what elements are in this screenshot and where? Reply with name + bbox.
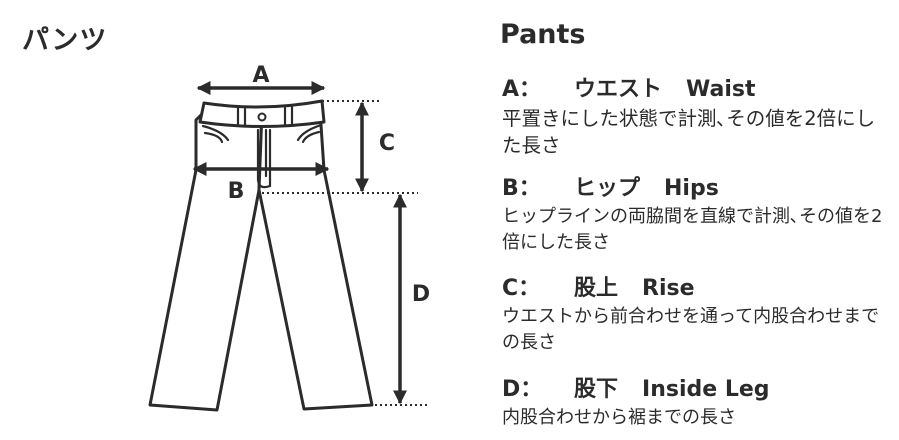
legend-label-en: Inside Leg xyxy=(642,377,770,402)
right-pocket-inner xyxy=(301,130,321,144)
left-leg xyxy=(148,108,264,412)
legend-label-jp: 股下 xyxy=(574,377,619,402)
waist-button xyxy=(257,112,267,122)
legend-code: A： xyxy=(502,77,542,102)
legend-label-jp: ウエスト xyxy=(574,77,663,102)
left-pocket-line xyxy=(201,124,230,142)
legend-item-waist: A： ウエスト Waist 平置きにした状態で計測､その値を2倍にした長さ xyxy=(502,71,894,159)
dimension-label-d: D xyxy=(412,282,430,307)
legend-description: ヒップラインの両脇間を直線で計測､その値を2倍にした長さ xyxy=(502,206,883,253)
legend-label-en: Rise xyxy=(642,276,695,301)
legend-heading-rise: C： 股上 Rise xyxy=(502,270,894,302)
title-english: Pants xyxy=(500,19,586,50)
legend-description: 内股合わせから裾までの長さ xyxy=(502,407,736,428)
legend-heading-waist: A： ウエスト Waist xyxy=(502,71,894,103)
legend-label-jp: 股上 xyxy=(574,276,619,301)
legend-heading-inside-leg: D： 股下 Inside Leg xyxy=(502,371,894,403)
pants-measurement-diagram: A B C D xyxy=(148,63,430,412)
legend-code: C： xyxy=(502,276,541,301)
legend-description: ウエストから前合わせを通って内股合わせまでの長さ xyxy=(502,306,880,353)
title-japanese: パンツ xyxy=(22,25,108,56)
right-leg xyxy=(257,108,374,411)
legend-label-jp: ヒップ xyxy=(574,176,641,201)
dimension-label-c: C xyxy=(379,131,395,156)
legend-code: D： xyxy=(502,377,543,402)
legend-item-inside-leg: D： 股下 Inside Leg 内股合わせから裾までの長さ xyxy=(502,371,894,431)
right-pocket-line xyxy=(296,123,323,142)
dimension-label-b: B xyxy=(228,179,245,204)
pants-details xyxy=(201,105,323,189)
fly-stitch xyxy=(256,128,272,189)
left-pocket-inner xyxy=(203,131,224,144)
pants-illustration xyxy=(148,99,374,412)
legend-code: B： xyxy=(502,176,541,201)
legend-heading-hips: B： ヒップ Hips xyxy=(502,170,894,202)
legend-label-en: Hips xyxy=(664,176,719,201)
legend-item-hips: B： ヒップ Hips ヒップラインの両脇間を直線で計測､その値を2倍にした長さ xyxy=(502,170,894,256)
legend-label-en: Waist xyxy=(686,77,756,102)
legend-item-rise: C： 股上 Rise ウエストから前合わせを通って内股合わせまでの長さ xyxy=(502,270,894,356)
legend-description: 平置きにした状態で計測､その値を2倍にした長さ xyxy=(502,107,876,157)
dimension-label-a: A xyxy=(252,63,269,88)
